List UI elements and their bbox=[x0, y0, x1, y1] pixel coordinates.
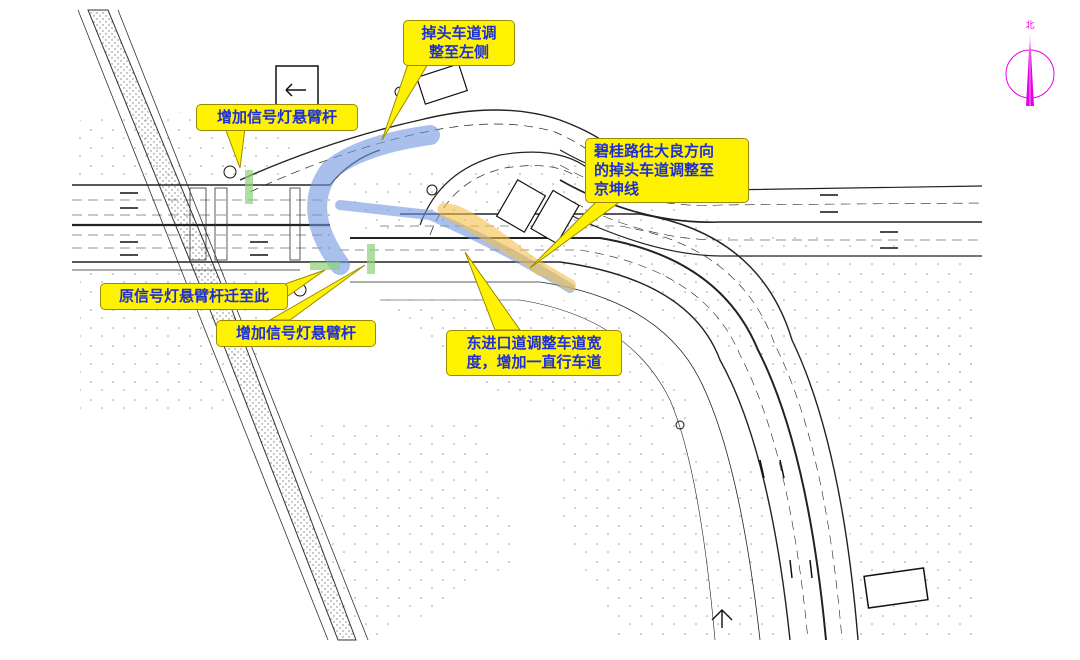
callout-uturn-left-line2: 整至左侧 bbox=[428, 43, 489, 61]
callout-east-entry-line2: 度，增加一直行车道 bbox=[466, 353, 602, 371]
callout-add-signal-bottom: 增加信号灯悬臂杆 bbox=[216, 320, 376, 347]
southeast-curve-road bbox=[330, 213, 859, 641]
orange-uturn-highlight bbox=[437, 203, 576, 291]
crosswalk bbox=[189, 187, 301, 261]
compass: 北 bbox=[1004, 18, 1056, 108]
callout-pointers bbox=[224, 63, 627, 331]
main-road-west bbox=[72, 184, 330, 271]
callout-bigui-uturn-line1: 碧桂路往大良方向 bbox=[594, 142, 715, 160]
callout-east-entry-line1: 东进口道调整车道宽 bbox=[466, 334, 602, 352]
callout-east-entry: 东进口道调整车道宽 度，增加一直行车道 bbox=[446, 330, 622, 376]
callout-add-signal-bottom-text: 增加信号灯悬臂杆 bbox=[235, 324, 356, 342]
callout-bigui-uturn-line2: 的掉头车道调整至 bbox=[594, 161, 715, 179]
callout-uturn-left-line1: 掉头车道调 bbox=[421, 24, 497, 42]
green-signal-mark-2 bbox=[367, 244, 375, 274]
callout-bigui-uturn: 碧桂路往大良方向 的掉头车道调整至 京坤线 bbox=[585, 138, 749, 203]
lane-arrows bbox=[120, 192, 898, 579]
callout-bigui-uturn-line3: 京坤线 bbox=[594, 180, 640, 198]
compass-label: 北 bbox=[1025, 21, 1035, 31]
north-arrow-icon bbox=[1005, 34, 1055, 106]
callout-add-signal-top: 增加信号灯悬臂杆 bbox=[196, 104, 358, 131]
callout-relocate-signal-text: 原信号灯悬臂杆迁至此 bbox=[118, 287, 269, 305]
green-signal-mark-1 bbox=[245, 170, 253, 204]
callout-uturn-left: 掉头车道调 整至左侧 bbox=[403, 20, 515, 66]
highlight-overlays bbox=[245, 125, 576, 293]
blue-uturn-highlight bbox=[307, 125, 440, 275]
callout-relocate-signal: 原信号灯悬臂杆迁至此 bbox=[100, 283, 288, 310]
green-signal-mark-3 bbox=[310, 262, 340, 270]
callout-add-signal-top-text: 增加信号灯悬臂杆 bbox=[216, 108, 337, 126]
